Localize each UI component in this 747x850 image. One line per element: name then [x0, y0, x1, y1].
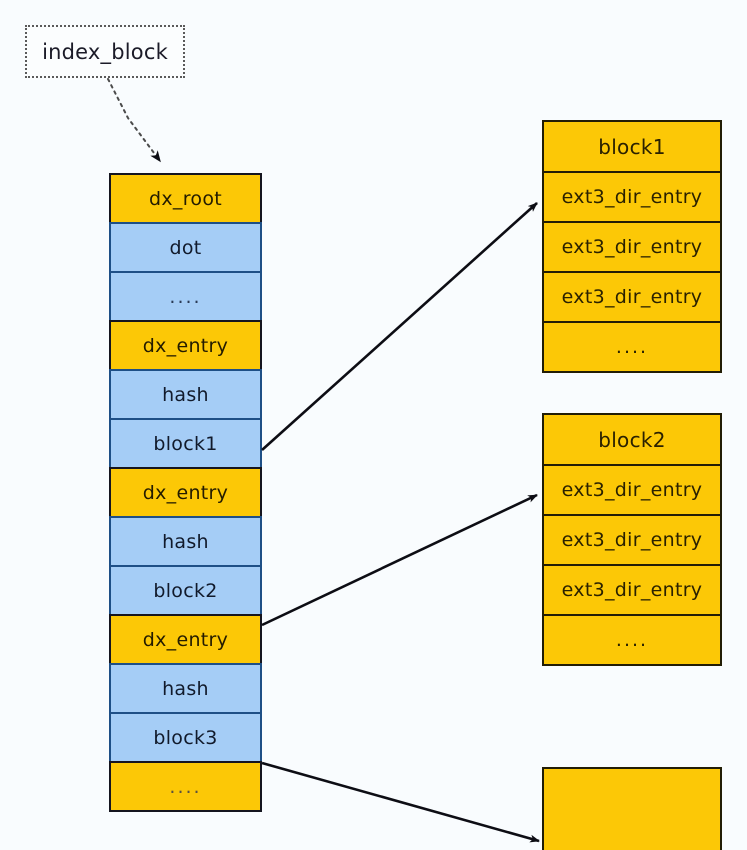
arrow-annotation-to-dx-root — [107, 78, 161, 163]
data-block-row-block2-2: ext3_dir_entry — [542, 564, 722, 616]
data-block-header-block1: block1 — [542, 120, 722, 173]
data-block-block3 — [542, 767, 722, 850]
data-block-row-block2-1: ext3_dir_entry — [542, 514, 722, 566]
data-block-row-block2-0: ext3_dir_entry — [542, 464, 722, 516]
index-row-ellipsis-12: .... — [109, 761, 262, 812]
arrow-block3 — [261, 761, 540, 843]
index-row-block3-11: block3 — [109, 712, 262, 763]
index-row-ellipsis-2: .... — [109, 271, 262, 322]
index-row-block2-8: block2 — [109, 565, 262, 616]
index-row-dx_entry-9: dx_entry — [109, 614, 262, 665]
index-row-hash-7: hash — [109, 516, 262, 567]
index-block-annotation-label: index_block — [42, 39, 168, 64]
data-block-row-block1-0: ext3_dir_entry — [542, 171, 722, 223]
index-row-hash-10: hash — [109, 663, 262, 714]
index-row-dx_entry-3: dx_entry — [109, 320, 262, 371]
index-row-dot-1: dot — [109, 222, 262, 273]
data-block-row-block1-2: ext3_dir_entry — [542, 271, 722, 323]
index-row-dx_root-0: dx_root — [109, 173, 262, 224]
arrow-block2 — [261, 493, 538, 627]
data-block-row-block2-3: .... — [542, 614, 722, 666]
index-row-hash-4: hash — [109, 369, 262, 420]
arrow-block1 — [261, 202, 538, 451]
index-row-block1-5: block1 — [109, 418, 262, 469]
index-row-dx_entry-6: dx_entry — [109, 467, 262, 518]
data-block-row-block1-3: .... — [542, 321, 722, 373]
data-block-header-block2: block2 — [542, 413, 722, 466]
data-block-row-block1-1: ext3_dir_entry — [542, 221, 722, 273]
index-block-annotation: index_block — [25, 25, 185, 78]
data-block-row-block3-empty — [542, 767, 722, 850]
